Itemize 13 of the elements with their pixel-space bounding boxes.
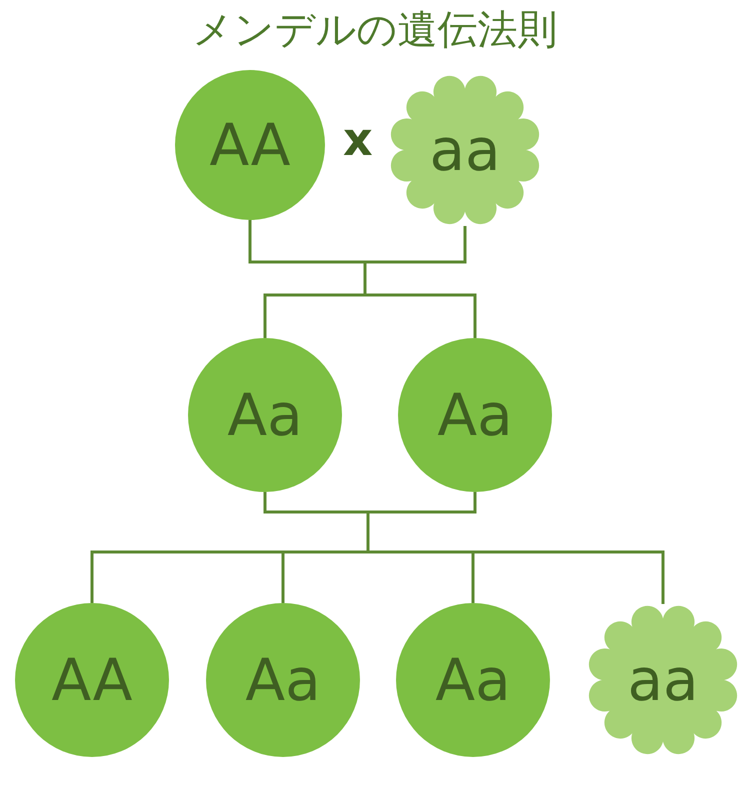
cloud-shape <box>389 74 541 226</box>
cross-sign: x <box>343 112 373 166</box>
genotype-label: aa <box>429 116 501 184</box>
genotype-label: Aa <box>227 381 303 449</box>
genotype-label: Aa <box>245 646 321 714</box>
genotype-label: Aa <box>437 381 513 449</box>
cloud-shape <box>587 604 739 756</box>
genotype-label: Aa <box>435 646 511 714</box>
genotype-label: AA <box>52 646 132 714</box>
title: メンデルの遺伝法則 <box>192 6 558 55</box>
genotype-label: aa <box>627 646 699 714</box>
genotype-label: AA <box>210 111 290 179</box>
connector-line <box>364 226 476 338</box>
